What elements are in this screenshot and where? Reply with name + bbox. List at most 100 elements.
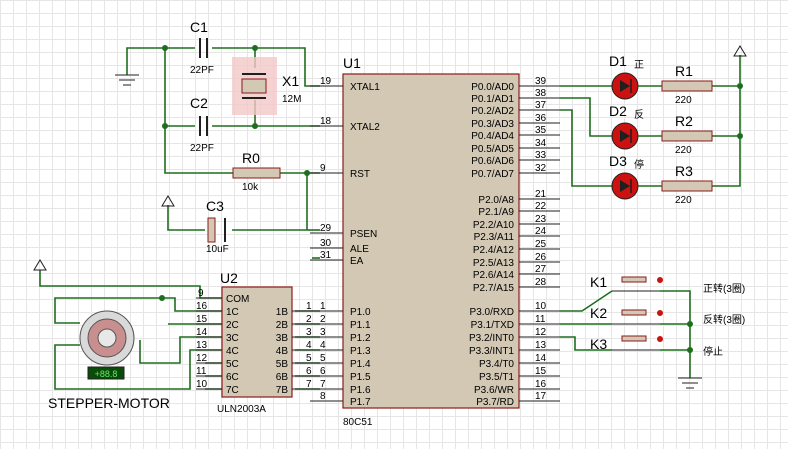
- u1-pin-name: P0.7/AD7: [471, 169, 514, 180]
- led-d3[interactable]: D3 停: [609, 153, 644, 200]
- motor-label: STEPPER-MOTOR: [48, 395, 170, 411]
- d1-note: 正: [634, 60, 644, 71]
- u1-pin-name: P1.4: [350, 359, 371, 370]
- u2-in-name: 1C: [226, 307, 239, 318]
- u1-pin-num: 14: [535, 353, 547, 364]
- u2-in-name: 4C: [226, 346, 239, 357]
- u2-com-num: 9: [198, 288, 204, 299]
- u2-in-name: 7C: [226, 385, 239, 396]
- c1-ref: C1: [190, 19, 208, 35]
- u2-out-name: 4B: [276, 346, 289, 357]
- u1-pin-num: 30: [320, 238, 332, 249]
- u1-pin-num: 2: [320, 314, 326, 325]
- u1-pin-num: 23: [535, 214, 547, 225]
- u1-pin-num: 16: [535, 379, 547, 390]
- u1-pin-name: P3.7/RD: [476, 397, 514, 408]
- u2-type: ULN2003A: [217, 404, 266, 415]
- resistor-r0[interactable]: R0 10k: [232, 150, 281, 193]
- d2-ref: D2: [609, 103, 627, 119]
- u1-pin-name: PSEN: [350, 229, 377, 240]
- u1-pin-num: 28: [535, 277, 547, 288]
- u1-pin-num: 34: [535, 138, 547, 149]
- u1-pin-num: 4: [320, 340, 326, 351]
- u1-left-pins: 19XTAL118XTAL29RST29PSEN30ALE31EA1P1.02P…: [310, 76, 380, 408]
- u1-pin-num: 25: [535, 239, 547, 250]
- c2-value: 22PF: [190, 143, 214, 154]
- r3-ref: R3: [675, 163, 693, 179]
- u2-in-num: 14: [196, 327, 208, 338]
- u1-pin-name: RST: [350, 169, 370, 180]
- u2-out-name: 7B: [276, 385, 289, 396]
- u1-pin-name: EA: [350, 256, 364, 267]
- u2-in-num: 15: [196, 314, 208, 325]
- x1-ref: X1: [282, 73, 299, 89]
- button-k2[interactable]: K2 反转(3圈): [590, 305, 745, 326]
- led-d2[interactable]: D2 反: [609, 103, 644, 150]
- u2-out-num: 7: [306, 379, 312, 390]
- capacitor-c1[interactable]: C1 22PF: [190, 19, 214, 76]
- u1-pin-num: 31: [320, 250, 332, 261]
- u2-out-num: 5: [306, 353, 312, 364]
- capacitor-c2[interactable]: C2 22PF: [190, 95, 214, 154]
- button-k3[interactable]: K3 停止: [590, 335, 723, 358]
- u2-out-num: 4: [306, 340, 312, 351]
- u1-pin-name: P1.2: [350, 333, 371, 344]
- capacitor-c3[interactable]: C3 10uF: [206, 198, 229, 255]
- stepper-motor[interactable]: +88.8 STEPPER-MOTOR: [48, 310, 170, 411]
- u2-in-name: 6C: [226, 372, 239, 383]
- r1-ref: R1: [675, 63, 693, 79]
- u1-pin-num: 27: [535, 264, 547, 275]
- power-arrow-motor: [33, 259, 47, 271]
- u1-pin-name: XTAL1: [350, 82, 380, 93]
- r0-ref: R0: [242, 150, 260, 166]
- r3-value: 220: [675, 195, 692, 206]
- c2-ref: C2: [190, 95, 208, 111]
- resistor-r1[interactable]: R1 220: [661, 63, 713, 106]
- resistor-r3[interactable]: R3 220: [661, 163, 713, 206]
- u2-uln2003a[interactable]: U2 ULN2003A 9COM161C152C143C134C125C116C…: [196, 270, 320, 415]
- u1-pin-num: 38: [535, 88, 547, 99]
- crystal-x1[interactable]: X1 12M: [232, 57, 301, 115]
- u1-pin-name: P3.2/INT0: [469, 333, 514, 344]
- k1-ref: K1: [590, 274, 607, 290]
- u2-in-num: 12: [196, 353, 208, 364]
- button-k1[interactable]: K1 正转(3圈): [590, 274, 745, 295]
- c3-value: 10uF: [206, 244, 229, 255]
- u1-pin-num: 6: [320, 366, 326, 377]
- u1-pin-num: 3: [320, 327, 326, 338]
- u2-pins: 9COM161C152C143C134C125C116C107C11B22B33…: [196, 288, 320, 396]
- led-d1[interactable]: D1 正: [609, 53, 644, 100]
- u1-pin-name: P2.3/A11: [474, 232, 515, 243]
- r1-value: 220: [675, 95, 692, 106]
- x1-value: 12M: [282, 94, 301, 105]
- u2-com-name: COM: [226, 294, 249, 305]
- k1-note: 正转(3圈): [703, 282, 745, 295]
- u2-out-name: 6B: [276, 372, 289, 383]
- u2-out-name: 5B: [276, 359, 289, 370]
- u1-pin-name: P3.4/T0: [479, 359, 514, 370]
- ground-symbol-buttons: [678, 377, 702, 389]
- u2-in-name: 3C: [226, 333, 239, 344]
- u1-pin-num: 5: [320, 353, 326, 364]
- resistor-r2[interactable]: R2 220: [661, 113, 713, 156]
- c3-ref: C3: [206, 198, 224, 214]
- u1-80c51[interactable]: U1 80C51 19XTAL118XTAL29RST29PSEN30ALE31…: [310, 55, 560, 428]
- u1-pin-num: 24: [535, 226, 547, 237]
- k2-ref: K2: [590, 305, 607, 321]
- u1-pin-name: P2.6/A14: [473, 270, 515, 281]
- u1-pin-name: P1.1: [350, 320, 371, 331]
- u1-type: 80C51: [343, 417, 373, 428]
- u2-out-name: 3B: [276, 333, 289, 344]
- u1-pin-num: 26: [535, 252, 547, 263]
- u1-pin-name: P0.6/AD6: [471, 156, 514, 167]
- u1-pin-name: P2.7/A15: [473, 283, 515, 294]
- c1-value: 22PF: [190, 65, 214, 76]
- u1-pin-name: P0.5/AD5: [471, 144, 514, 155]
- u1-pin-name: P1.7: [350, 397, 371, 408]
- u1-pin-name: P3.0/RXD: [470, 307, 514, 318]
- u1-pin-num: 35: [535, 125, 547, 136]
- u1-pin-num: 17: [535, 391, 547, 402]
- r2-value: 220: [675, 145, 692, 156]
- u1-pin-name: P3.1/TXD: [471, 320, 514, 331]
- u2-in-num: 13: [196, 340, 208, 351]
